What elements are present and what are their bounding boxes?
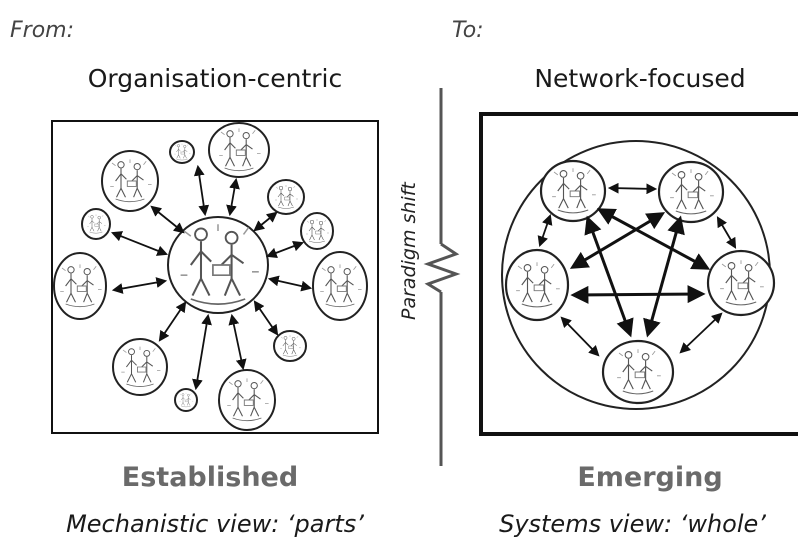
network-arrows-bold [569,208,711,338]
emerging-label: Emerging [577,462,723,493]
systems-caption: Systems view: ‘whole’ [499,510,766,538]
paradigm-divider [423,88,461,466]
hub-circle [167,216,269,314]
left-arrows [110,164,313,391]
established-label: Established [121,462,299,493]
satellite-circles [53,122,368,431]
mechanistic-caption: Mechanistic view: ‘parts’ [66,510,364,538]
left-title: Organisation-centric [87,64,343,93]
paradigm-shift-label: Paradigm shift [398,182,420,320]
right-title: Network-focused [534,64,746,93]
network-arrows-thin [537,182,737,357]
from-heading: From: [10,18,75,43]
to-heading: To: [452,18,484,43]
